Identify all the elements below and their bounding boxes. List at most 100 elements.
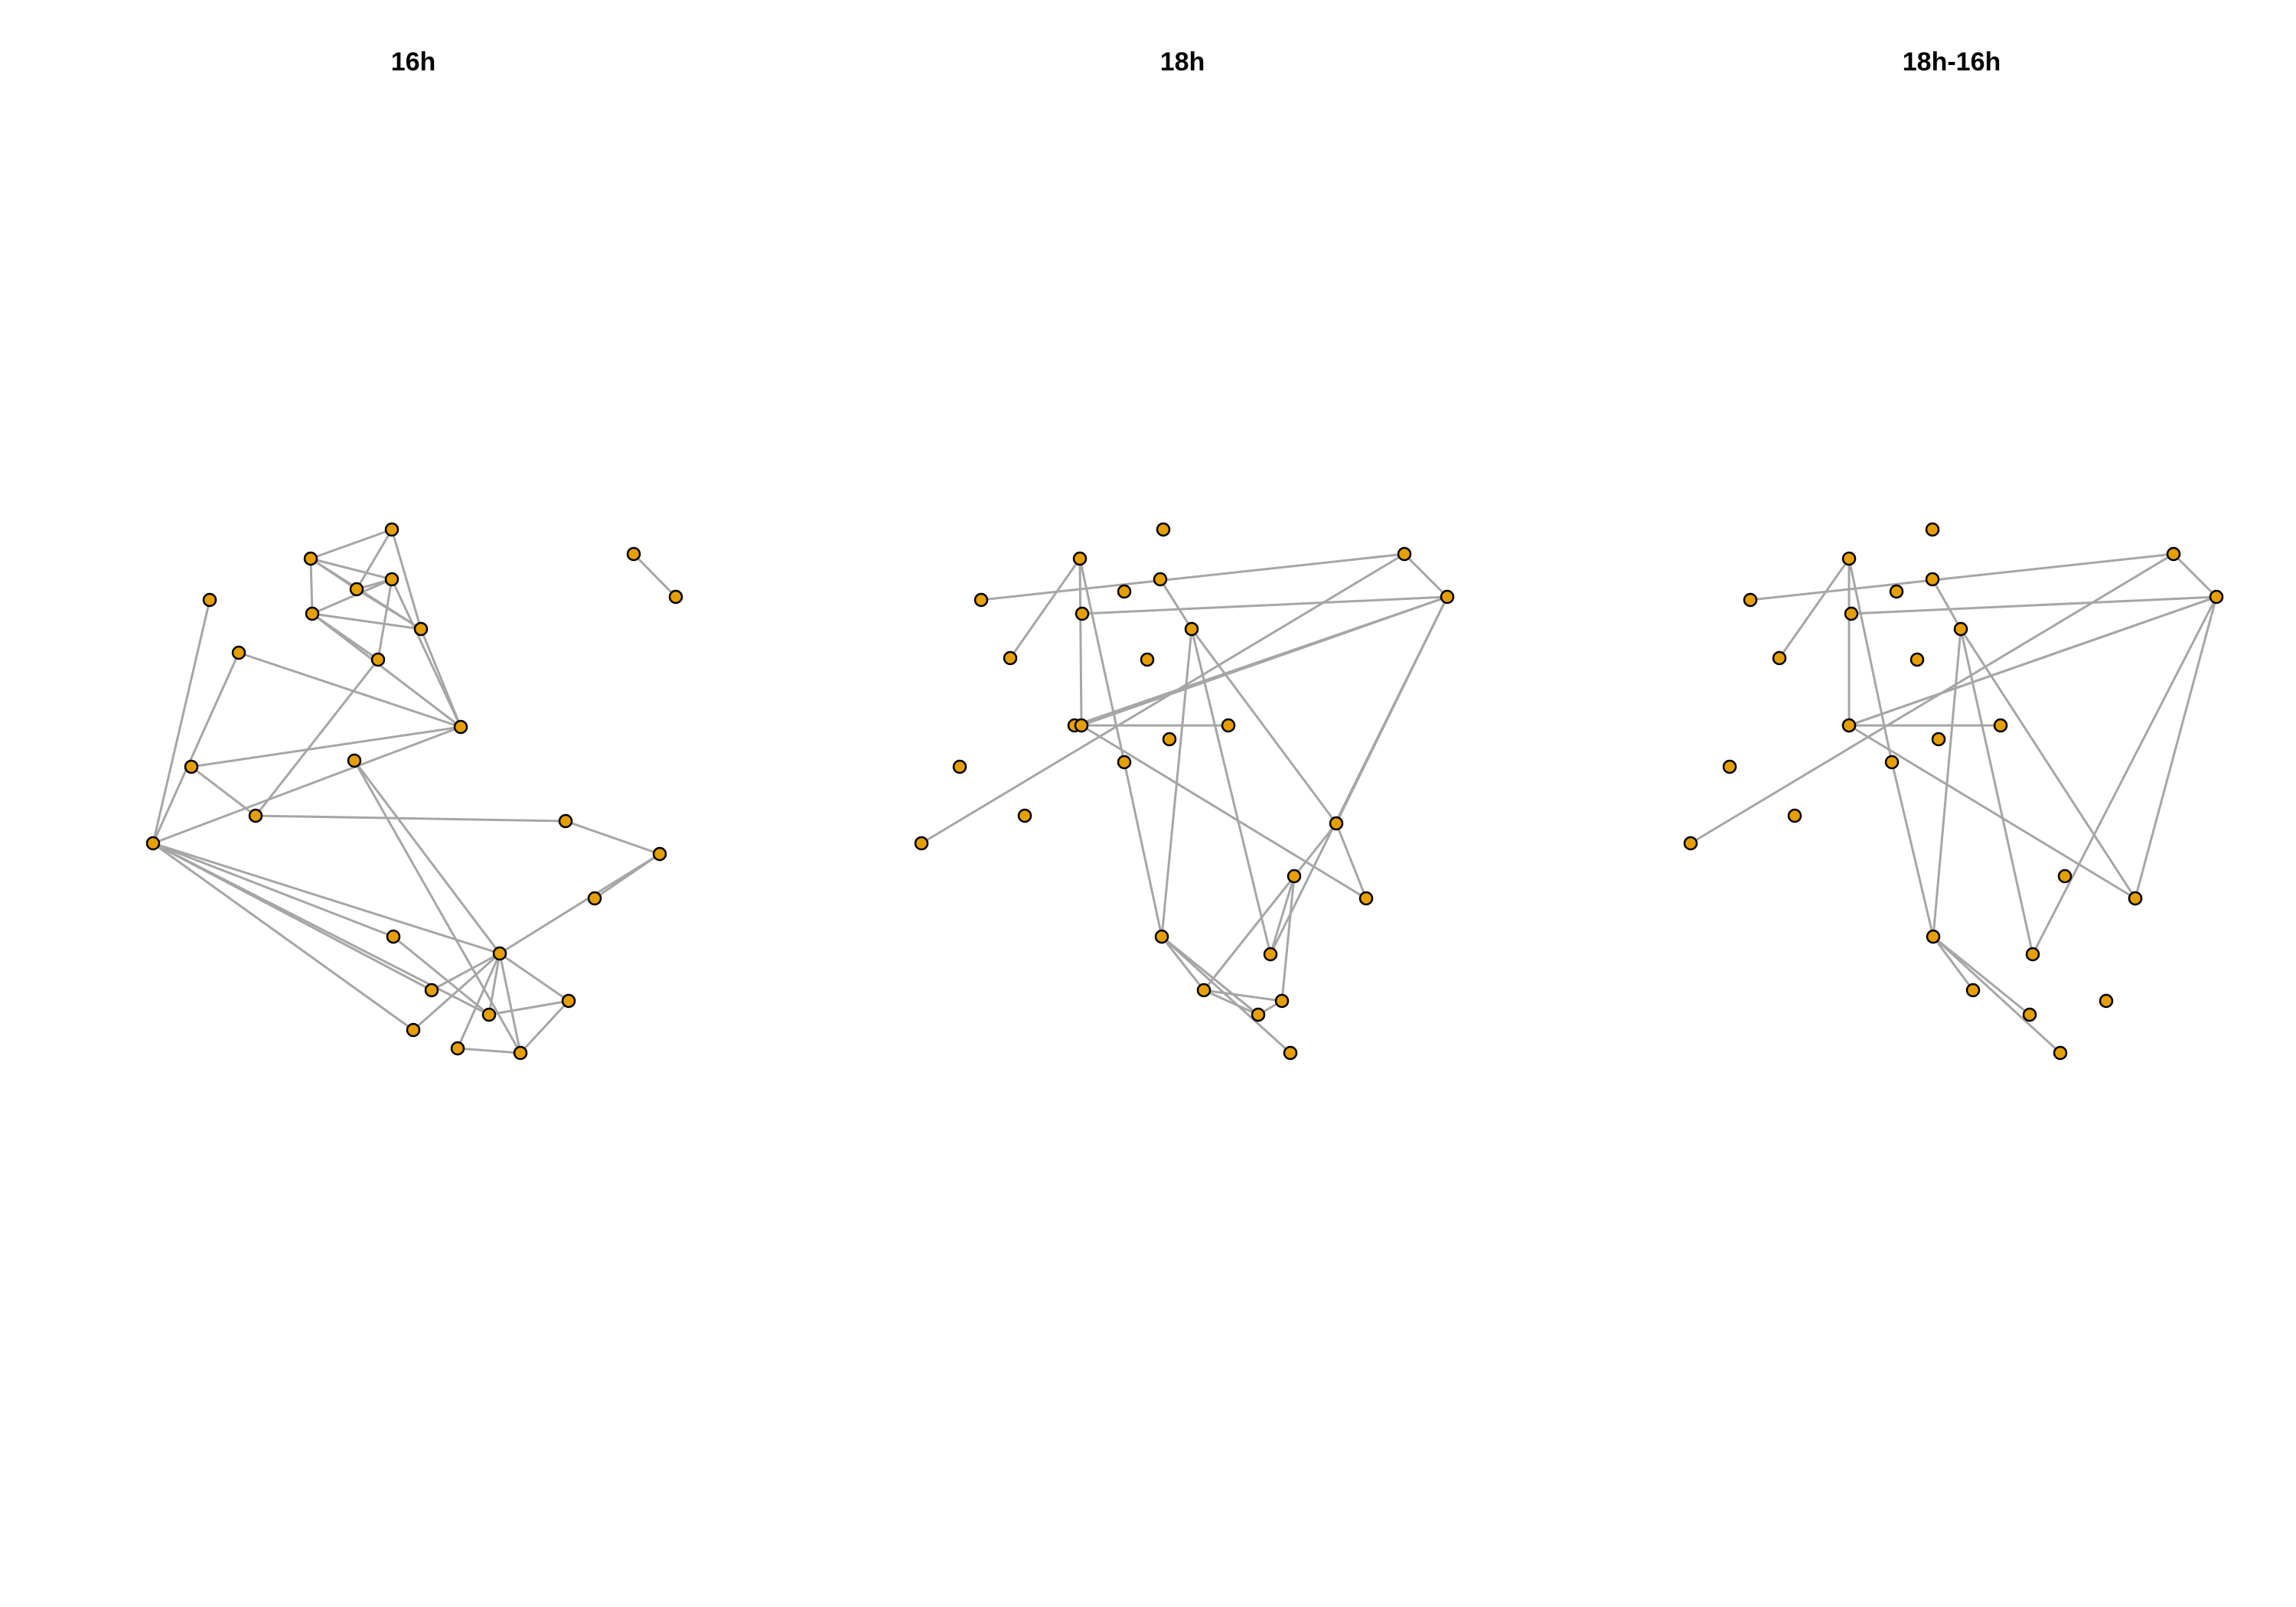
network-panel-1 xyxy=(914,522,1455,1061)
node xyxy=(248,808,263,823)
edge xyxy=(488,999,569,1016)
edge xyxy=(191,765,256,817)
edge xyxy=(2134,596,2218,899)
edge xyxy=(1009,558,1081,659)
edge xyxy=(311,612,422,631)
node xyxy=(952,759,967,774)
node xyxy=(1184,621,1199,637)
edge xyxy=(413,952,501,1032)
edge xyxy=(390,529,422,630)
edge xyxy=(1280,875,1296,1002)
node xyxy=(1722,759,1737,774)
node xyxy=(1274,993,1290,1009)
edge xyxy=(152,842,414,1032)
edge xyxy=(254,659,380,817)
node xyxy=(1072,551,1088,566)
node xyxy=(450,1041,465,1056)
edge xyxy=(377,579,393,660)
node xyxy=(1931,732,1946,747)
node xyxy=(1925,522,1940,537)
edge xyxy=(456,953,501,1049)
edge xyxy=(310,557,393,581)
node xyxy=(1075,606,1090,621)
edge xyxy=(356,588,422,631)
node xyxy=(184,759,199,774)
node xyxy=(1844,606,1859,621)
node xyxy=(386,929,401,944)
edge xyxy=(1932,628,1962,937)
edge xyxy=(1848,724,2136,900)
edge xyxy=(1190,628,1272,955)
edge xyxy=(152,725,461,845)
edge xyxy=(1403,553,1449,598)
node xyxy=(1117,584,1132,599)
node xyxy=(424,983,439,998)
node xyxy=(1884,755,1900,770)
edge xyxy=(2031,596,2218,955)
node xyxy=(652,846,667,862)
edge xyxy=(152,842,432,992)
edge xyxy=(152,652,240,844)
node xyxy=(2025,947,2040,962)
node xyxy=(558,813,573,829)
node xyxy=(1117,755,1132,770)
node xyxy=(1156,522,1171,537)
edge xyxy=(980,553,1405,601)
node xyxy=(1017,808,1032,823)
node xyxy=(1397,546,1412,562)
edge xyxy=(309,558,314,614)
node xyxy=(1153,572,1168,587)
edge xyxy=(1078,558,1083,726)
node xyxy=(1329,816,1344,831)
node xyxy=(1074,718,1089,733)
panel-title-18h: 18h xyxy=(1159,47,1205,77)
node xyxy=(1287,869,1302,884)
edge xyxy=(519,999,570,1054)
edge xyxy=(1335,823,1368,899)
node xyxy=(145,836,161,851)
edge xyxy=(1203,989,1283,1002)
edge xyxy=(1690,553,2174,845)
edge xyxy=(1160,628,1193,937)
node xyxy=(231,645,246,660)
edge xyxy=(1074,595,1448,727)
node xyxy=(513,1045,528,1061)
node xyxy=(1787,808,1802,823)
node xyxy=(1683,836,1698,851)
node xyxy=(347,753,362,768)
node xyxy=(1154,929,1169,944)
edge xyxy=(1848,595,2217,727)
edge xyxy=(2172,553,2218,598)
edge xyxy=(565,820,660,856)
node xyxy=(2209,589,2224,605)
edge xyxy=(498,953,522,1054)
node xyxy=(2057,869,2073,884)
node xyxy=(1221,718,1236,733)
node xyxy=(1140,652,1155,667)
node xyxy=(1841,551,1857,566)
edge xyxy=(1851,595,2217,615)
node xyxy=(1889,584,1904,599)
node xyxy=(2053,1045,2068,1061)
edge xyxy=(1932,935,2030,1016)
node xyxy=(1772,650,1787,666)
edge xyxy=(1750,553,2174,601)
edge xyxy=(393,935,490,1016)
edge xyxy=(1932,936,1975,991)
edge xyxy=(457,1047,521,1054)
node xyxy=(1841,718,1857,733)
edge xyxy=(1959,628,2137,899)
edge xyxy=(1778,558,1851,659)
edge xyxy=(390,579,462,728)
edge xyxy=(152,842,394,938)
edge xyxy=(353,760,501,954)
edge xyxy=(1269,875,1296,955)
edge xyxy=(1931,579,1962,630)
node xyxy=(1162,732,1177,747)
edge xyxy=(191,725,461,768)
node xyxy=(413,621,429,637)
node xyxy=(202,592,217,608)
edge xyxy=(1159,579,1193,630)
node xyxy=(1283,1045,1298,1061)
